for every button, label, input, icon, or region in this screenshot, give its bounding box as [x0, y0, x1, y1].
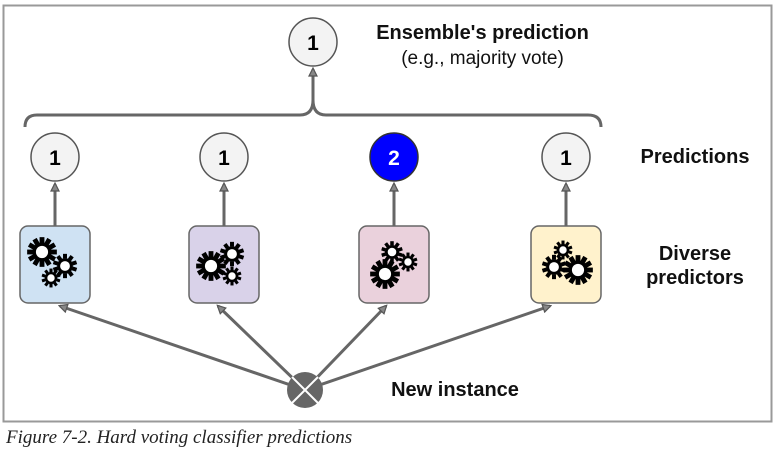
- gear-icon: [52, 253, 78, 279]
- new-instance-node: [60, 306, 550, 408]
- gear-icon: [553, 240, 573, 260]
- figure-caption: Figure 7-2. Hard voting classifier predi…: [6, 427, 353, 448]
- predictor-box: [358, 225, 430, 304]
- figure-frame: [2, 4, 773, 423]
- input-arrow: [60, 306, 306, 392]
- ensemble-subtitle: (e.g., majority vote): [401, 48, 564, 69]
- gear-icon: [370, 259, 400, 289]
- prediction-node: 1: [541, 132, 591, 182]
- gear-icon: [541, 254, 567, 280]
- prediction-node: 1: [199, 132, 249, 182]
- gear-icon: [196, 251, 226, 281]
- predictor-3: 2: [358, 132, 430, 304]
- new-instance-label: New instance: [391, 379, 519, 401]
- gear-icon: [381, 241, 403, 263]
- ensemble-prediction-node: 1: [288, 17, 338, 67]
- ensemble-title: Ensemble's prediction: [376, 22, 589, 44]
- gear-icon: [222, 266, 242, 286]
- input-arrow: [218, 306, 307, 392]
- gear-icon: [219, 241, 245, 267]
- prediction-node: 1: [30, 132, 80, 182]
- prediction-value: 1: [560, 147, 572, 170]
- predictor-1: 1: [19, 132, 91, 304]
- prediction-node: 2: [369, 132, 419, 182]
- gear-icon: [398, 252, 418, 272]
- diverse-label: Diverse: [658, 243, 732, 265]
- gear-icon: [41, 268, 61, 288]
- ensemble-prediction-value: 1: [307, 32, 319, 55]
- predictor-4: 1: [530, 132, 602, 304]
- input-arrow: [304, 306, 550, 392]
- predictor-2: 1: [188, 132, 260, 304]
- gear-icon: [27, 237, 57, 267]
- prediction-value: 1: [49, 147, 61, 170]
- prediction-value: 1: [218, 147, 230, 170]
- predictors-label: predictors: [646, 267, 744, 289]
- prediction-value: 2: [388, 147, 400, 170]
- input-arrow: [303, 306, 386, 392]
- predictions-label: Predictions: [640, 146, 750, 168]
- gear-icon: [563, 255, 593, 285]
